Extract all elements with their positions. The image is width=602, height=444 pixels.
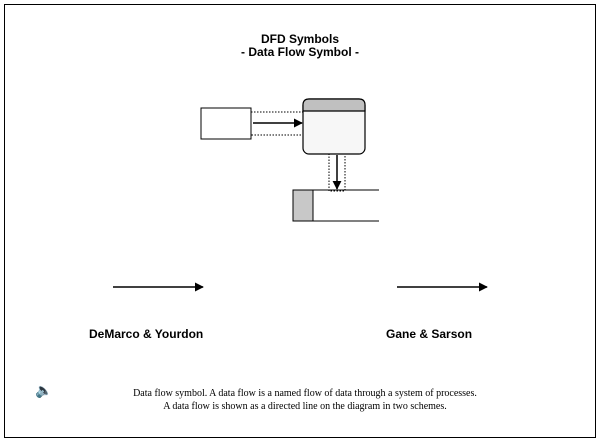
gane-sarson-label: Gane & Sarson — [386, 327, 473, 341]
notes-text: Data flow symbol. A data flow is a named… — [65, 387, 545, 413]
demarco-yourdon-label: DeMarco & Yourdon — [89, 327, 204, 341]
flow-highlight-vertical — [328, 153, 346, 192]
notes-line-1: Data flow symbol. A data flow is a named… — [133, 388, 477, 399]
title-line-2: - Data Flow Symbol - — [240, 45, 359, 59]
speaker-icon[interactable]: 🔈 — [35, 383, 53, 399]
slide: DFD Symbols - Data Flow Symbol - DeMarco — [4, 4, 596, 438]
dfd-diagram — [113, 98, 488, 292]
data-store-body — [313, 189, 379, 222]
external-entity-box — [200, 107, 252, 140]
process-header — [302, 98, 366, 112]
notes-line-2: A data flow is shown as a directed line … — [163, 401, 447, 412]
slide-title: DFD Symbols - Data Flow Symbol - — [5, 33, 595, 59]
flow-highlight-horizontal — [250, 111, 306, 136]
title-line-1: DFD Symbols — [260, 32, 339, 46]
data-store-id-box — [292, 189, 314, 222]
